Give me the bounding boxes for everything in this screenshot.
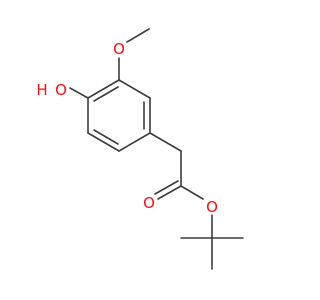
- ester-o-label: O: [206, 198, 218, 216]
- methoxy-o-label: O: [113, 40, 125, 58]
- carbonyl-double-bond-1: [157, 185, 182, 200]
- ring-bond-4: [87, 132, 120, 152]
- ring-bond-3: [118, 132, 151, 152]
- carbonyl-to-ester-o-bond: [180, 185, 204, 200]
- hydroxyl-h-label: H: [36, 81, 47, 99]
- structure-canvas: H O O O O: [36, 28, 244, 270]
- methoxy-o-to-methyl-bond: [126, 28, 150, 43]
- hydroxyl-group: [69, 87, 89, 99]
- molecule-structure: H O O O O: [36, 28, 244, 270]
- hydroxyl-o-label: O: [55, 81, 67, 99]
- ring-bond-1: [118, 79, 151, 99]
- carbonyl-o-label: O: [143, 194, 155, 212]
- methoxy-group: [118, 28, 150, 81]
- tert-butyl-group: [180, 237, 244, 270]
- ring-bond-6: [87, 79, 120, 99]
- atom-labels: H O O O O: [36, 40, 218, 216]
- ring-bond-4-inner: [93, 129, 119, 145]
- ring-bond-6-inner: [93, 86, 119, 102]
- methylene-linker: [149, 132, 182, 187]
- ring-to-hydroxyl-o-bond: [69, 87, 89, 99]
- ring-to-ch2-bond: [149, 132, 182, 152]
- ester-group: [154, 180, 213, 239]
- carbonyl-double-bond-2: [154, 180, 179, 195]
- benzene-ring: [87, 79, 151, 152]
